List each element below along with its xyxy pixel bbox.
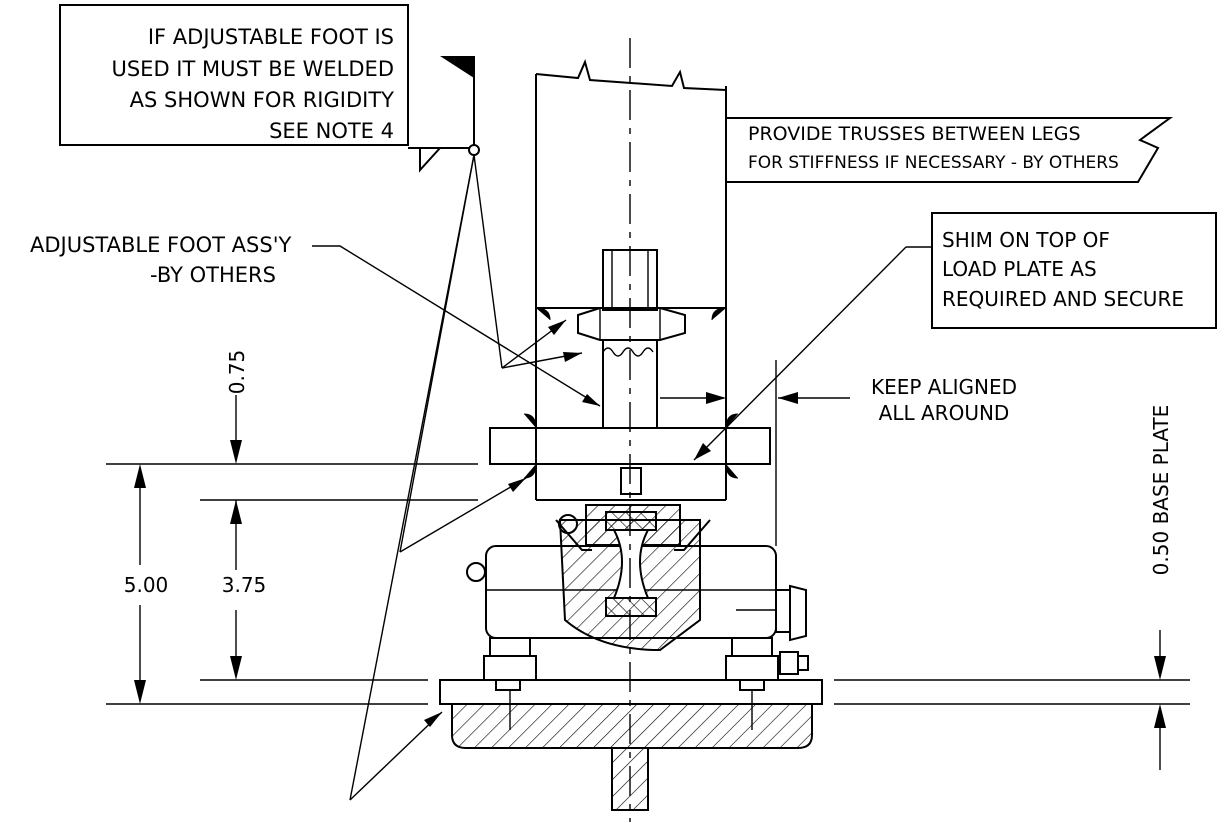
fillet-weld-icon [419, 147, 441, 173]
weld-note-line-2: USED IT MUST BE WELDED [111, 57, 394, 81]
foot-note-line-1: ADJUSTABLE FOOT ASS'Y [30, 233, 291, 257]
shim-note-line-3: REQUIRED AND SECURE [942, 287, 1184, 311]
align-note-line-2: ALL AROUND [879, 401, 1010, 425]
all-around-circle-icon [468, 144, 480, 156]
leg-column [535, 59, 727, 501]
trusses-note-line-2: FOR STIFFNESS IF NECESSARY - BY OTHERS [748, 153, 1119, 173]
dim-base-plate: 0.50 BASE PLATE [1149, 405, 1173, 576]
weld-note-line-4: SEE NOTE 4 [269, 119, 394, 143]
threaded-stud [535, 249, 727, 428]
align-note: KEEP ALIGNED ALL AROUND [660, 360, 1017, 546]
dim-3-75: 3.75 [222, 573, 267, 597]
weld-note-box [59, 4, 409, 146]
shim-note-line-2: LOAD PLATE AS [942, 257, 1097, 281]
base-bolts [483, 637, 809, 691]
trusses-note-line-1: PROVIDE TRUSSES BETWEEN LEGS [748, 123, 1081, 145]
field-weld-flag-icon [440, 56, 474, 78]
dim-0-75: 0.75 [225, 350, 249, 395]
weld-symbol [349, 56, 583, 801]
shim-note-line-1: SHIM ON TOP OF [942, 228, 1110, 252]
weld-note: IF ADJUSTABLE FOOT IS USED IT MUST BE WE… [59, 4, 409, 146]
base-plate [439, 679, 823, 811]
foot-note-line-2: -BY OTHERS [150, 263, 276, 287]
dimension-lines: 0.75 5.00 3.75 0.50 BASE PLATE [106, 350, 1190, 770]
load-cell [466, 504, 807, 652]
trusses-note: PROVIDE TRUSSES BETWEEN LEGS FOR STIFFNE… [726, 117, 1174, 183]
hex-nut [577, 307, 686, 341]
dim-5-00: 5.00 [124, 573, 169, 597]
weld-note-line-3: AS SHOWN FOR RIGIDITY [130, 88, 394, 112]
weld-note-line-1: IF ADJUSTABLE FOOT IS [148, 25, 394, 49]
align-note-line-1: KEEP ALIGNED [871, 375, 1017, 399]
foot-note: ADJUSTABLE FOOT ASS'Y -BY OTHERS [30, 233, 601, 407]
shim-note: SHIM ON TOP OF LOAD PLATE AS REQUIRED AN… [693, 212, 1217, 461]
